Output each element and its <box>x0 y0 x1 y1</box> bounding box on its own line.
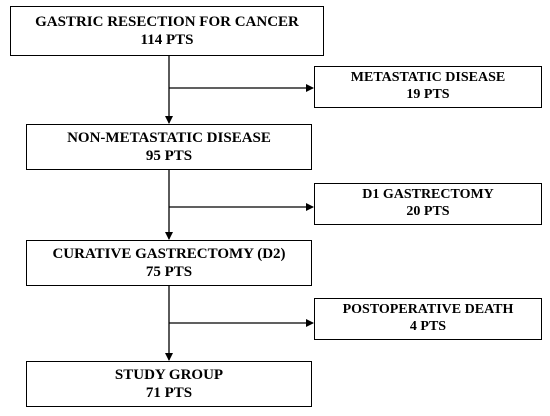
box-title: METASTATIC DISEASE <box>350 70 506 86</box>
box-count: 19 PTS <box>406 87 450 102</box>
box-count: 95 PTS <box>145 148 193 164</box>
box-title: GASTRIC RESECTION FOR CANCER <box>35 14 299 30</box>
box-count: 4 PTS <box>409 319 447 334</box>
box-count: 20 PTS <box>406 204 450 219</box>
metastatic-disease-box: METASTATIC DISEASE 19 PTS <box>314 66 542 108</box>
d1-gastrectomy-box: D1 GASTRECTOMY 20 PTS <box>314 183 542 225</box>
box-count: 75 PTS <box>145 264 193 280</box>
curative-gastrectomy-box: CURATIVE GASTRECTOMY (D2) 75 PTS <box>26 240 312 286</box>
box-count: 114 PTS <box>140 32 194 48</box>
study-group-box: STUDY GROUP 71 PTS <box>26 361 312 407</box>
box-title: POSTOPERATIVE DEATH <box>342 302 514 318</box>
box-title: CURATIVE GASTRECTOMY (D2) <box>52 246 286 262</box>
box-title: NON-METASTATIC DISEASE <box>67 130 271 146</box>
box-title: D1 GASTRECTOMY <box>362 187 494 203</box>
box-count: 71 PTS <box>145 385 193 401</box>
postoperative-death-box: POSTOPERATIVE DEATH 4 PTS <box>314 298 542 340</box>
box-title: STUDY GROUP <box>114 367 224 383</box>
non-metastatic-box: NON-METASTATIC DISEASE 95 PTS <box>26 124 312 170</box>
gastric-resection-box: GASTRIC RESECTION FOR CANCER 114 PTS <box>10 6 324 56</box>
